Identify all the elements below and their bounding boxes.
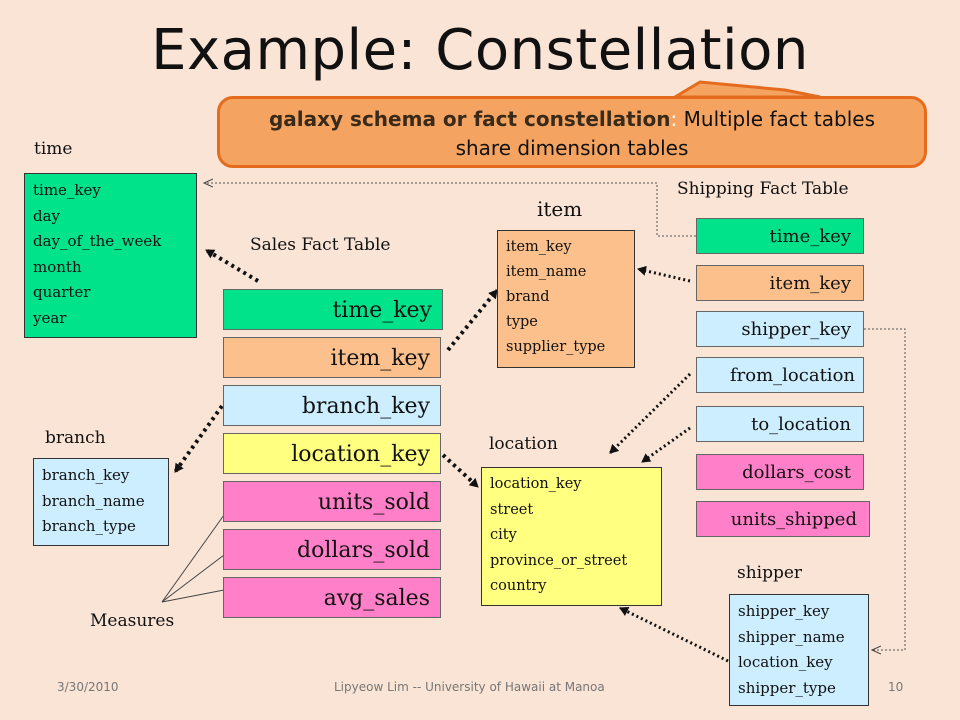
- measures-line-avg: [161, 589, 225, 603]
- item-field: brand: [506, 289, 550, 305]
- callout-text-1: Multiple fact tables: [677, 107, 876, 131]
- branch-field: branch_key: [42, 466, 130, 484]
- connector-shipping-from-location: [608, 372, 692, 455]
- location-field: street: [490, 501, 534, 518]
- branch-table-label: branch: [45, 428, 106, 448]
- sales-fact-table-label: Sales Fact Table: [250, 235, 391, 255]
- item-field: supplier_type: [506, 339, 606, 355]
- measures-label: Measures: [90, 611, 175, 631]
- connector-sales-time: [204, 248, 260, 283]
- location-field: city: [490, 527, 517, 543]
- branch-field: branch_name: [42, 491, 145, 510]
- sales-fact-units-sold: units_sold: [223, 481, 441, 522]
- shipping-fact-item-key: item_key: [696, 265, 864, 301]
- location-dimension-table: location_key street city province_or_str…: [481, 467, 662, 606]
- item-field: item_key: [506, 239, 572, 255]
- connector-shipping-item: [637, 265, 691, 283]
- slide-title: Example: Constellation: [151, 18, 809, 83]
- shipping-fact-shipper-key: shipper_key: [696, 311, 864, 347]
- connector-shipping-shipper: [864, 328, 906, 650]
- sales-fact-location-key: location_key: [223, 433, 441, 474]
- time-field: day_of_the_week: [33, 232, 162, 250]
- time-field: time_key: [33, 181, 101, 199]
- time-field: year: [33, 308, 67, 327]
- shipper-dimension-table: shipper_key shipper_name location_key sh…: [729, 594, 869, 706]
- connector-sales-location: [441, 453, 480, 489]
- callout-definition: galaxy schema or fact constellation: Mul…: [217, 96, 927, 168]
- shipping-fact-units-shipped: units_shipped: [696, 501, 870, 537]
- connector-shipper-location: [619, 606, 729, 663]
- shipper-field: shipper_key: [738, 602, 830, 620]
- footer-author: Lipyeow Lim -- University of Hawaii at M…: [334, 680, 605, 694]
- shipping-fact-time-key: time_key: [696, 218, 864, 254]
- callout-colon: :: [670, 107, 678, 131]
- sales-fact-item-key: item_key: [223, 337, 441, 378]
- location-table-label: location: [489, 434, 558, 454]
- item-table-label: item: [537, 197, 583, 221]
- sales-fact-branch-key: branch_key: [223, 385, 441, 426]
- footer-page-number: 10: [888, 680, 904, 694]
- shipper-field: location_key: [738, 653, 833, 671]
- sales-fact-avg-sales: avg_sales: [223, 577, 441, 618]
- shipping-fact-table-label: Shipping Fact Table: [677, 179, 849, 199]
- time-field: day: [33, 206, 61, 225]
- shipping-fact-to-location: to_location: [696, 406, 864, 442]
- shipper-table-label: shipper: [737, 563, 803, 583]
- branch-dimension-table: branch_key branch_name branch_type: [33, 458, 169, 546]
- sales-fact-dollars-sold: dollars_sold: [223, 529, 441, 570]
- connector-shipping-time: [205, 183, 696, 237]
- shipper-field: shipper_type: [738, 678, 836, 697]
- measures-line-units: [161, 514, 225, 603]
- item-dimension-table: item_key item_name brand type supplier_t…: [497, 230, 635, 368]
- measures-line-dollars: [161, 554, 225, 603]
- connector-sales-item: [446, 288, 499, 352]
- item-field: type: [506, 314, 538, 330]
- shipping-fact-from-location: from_location: [696, 357, 864, 393]
- location-field: location_key: [490, 476, 582, 492]
- callout-text-2: share dimension tables: [455, 136, 689, 160]
- location-field: country: [490, 578, 547, 594]
- time-dimension-table: time_key day day_of_the_week month quart…: [24, 173, 197, 338]
- callout-term: galaxy schema or fact constellation: [268, 107, 671, 131]
- connector-shipping-to-location: [641, 426, 691, 464]
- item-field: item_name: [506, 264, 587, 280]
- time-table-label: time: [34, 139, 73, 159]
- sales-fact-time-key: time_key: [223, 289, 443, 330]
- callout-tail: [669, 80, 821, 99]
- connector-sales-branch: [173, 404, 224, 474]
- shipping-fact-dollars-cost: dollars_cost: [696, 454, 864, 490]
- shipper-field: shipper_name: [738, 627, 845, 646]
- time-field: quarter: [33, 283, 91, 301]
- footer-date: 3/30/2010: [57, 680, 119, 694]
- location-field: province_or_street: [490, 552, 628, 569]
- branch-field: branch_type: [42, 517, 136, 535]
- time-field: month: [33, 257, 82, 276]
